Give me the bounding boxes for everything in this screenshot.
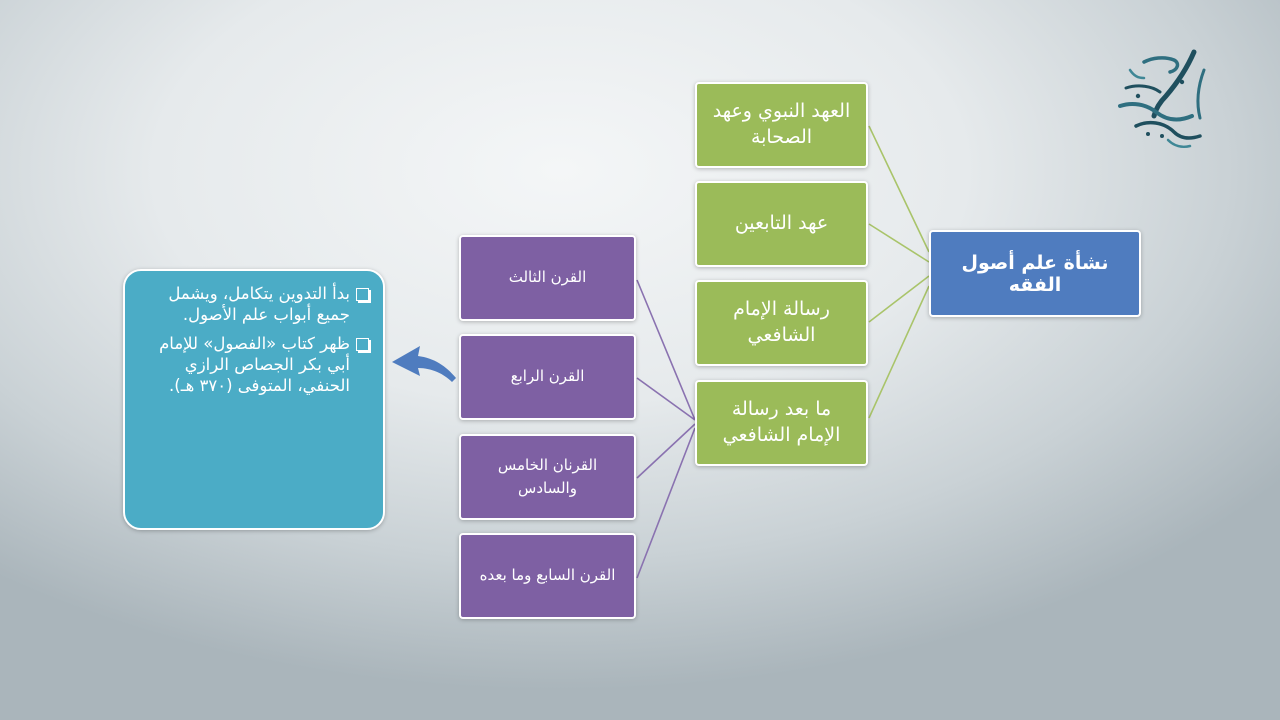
connector-period-century-4 bbox=[636, 427, 696, 579]
period-label: ما بعد رسالة الإمام الشافعي bbox=[722, 398, 841, 446]
connector-period-century-1 bbox=[636, 279, 696, 421]
century-label: القرن السابع وما بعده bbox=[479, 566, 616, 585]
notes-callout: بدأ التدوين يتكامل، ويشمل جميع أبواب علم… bbox=[123, 269, 385, 530]
period-box-prophetic: العهد النبوي وعهد الصحابة bbox=[695, 82, 868, 168]
curved-arrow-icon bbox=[392, 346, 456, 382]
period-box-after-risala: ما بعد رسالة الإمام الشافعي bbox=[695, 380, 868, 466]
century-box-fourth: القرن الرابع bbox=[459, 334, 636, 420]
century-label: القرن الثالث bbox=[508, 268, 587, 287]
period-label: عهد التابعين bbox=[734, 212, 829, 235]
root-topic-box: نشأة علم أصول الفقه bbox=[929, 230, 1141, 317]
note-item: بدأ التدوين يتكامل، ويشمل جميع أبواب علم… bbox=[147, 283, 369, 325]
period-label: رسالة الإمام الشافعي bbox=[733, 298, 830, 346]
note-text: بدأ التدوين يتكامل، ويشمل جميع أبواب علم… bbox=[168, 284, 350, 325]
century-label: القرن الرابع bbox=[510, 367, 585, 386]
calligraphy-logo bbox=[1118, 49, 1206, 148]
century-label: القرنان الخامس والسادس bbox=[497, 455, 598, 497]
century-box-seventh-onward: القرن السابع وما بعده bbox=[459, 533, 636, 619]
century-box-fifth-sixth: القرنان الخامس والسادس bbox=[459, 434, 636, 520]
checkbox-bullet-icon bbox=[356, 338, 369, 352]
checkbox-bullet-icon bbox=[356, 288, 369, 301]
connector-root-period-4 bbox=[868, 285, 930, 419]
note-text: ظهر كتاب «الفصول» للإمام أبي بكر الجصاص … bbox=[159, 334, 350, 396]
note-item: ظهر كتاب «الفصول» للإمام أبي بكر الجصاص … bbox=[147, 333, 369, 396]
connector-period-century-3 bbox=[636, 423, 696, 479]
connector-root-period-1 bbox=[868, 125, 930, 253]
connector-root-period-2 bbox=[868, 223, 930, 263]
connector-root-period-3 bbox=[868, 275, 930, 323]
root-topic-label: نشأة علم أصول الفقه bbox=[961, 251, 1109, 296]
period-box-tabieen: عهد التابعين bbox=[695, 181, 868, 267]
period-box-shafii-risala: رسالة الإمام الشافعي bbox=[695, 280, 868, 366]
period-label: العهد النبوي وعهد الصحابة bbox=[712, 100, 851, 148]
connector-period-century-2 bbox=[636, 377, 696, 421]
century-box-third: القرن الثالث bbox=[459, 235, 636, 321]
